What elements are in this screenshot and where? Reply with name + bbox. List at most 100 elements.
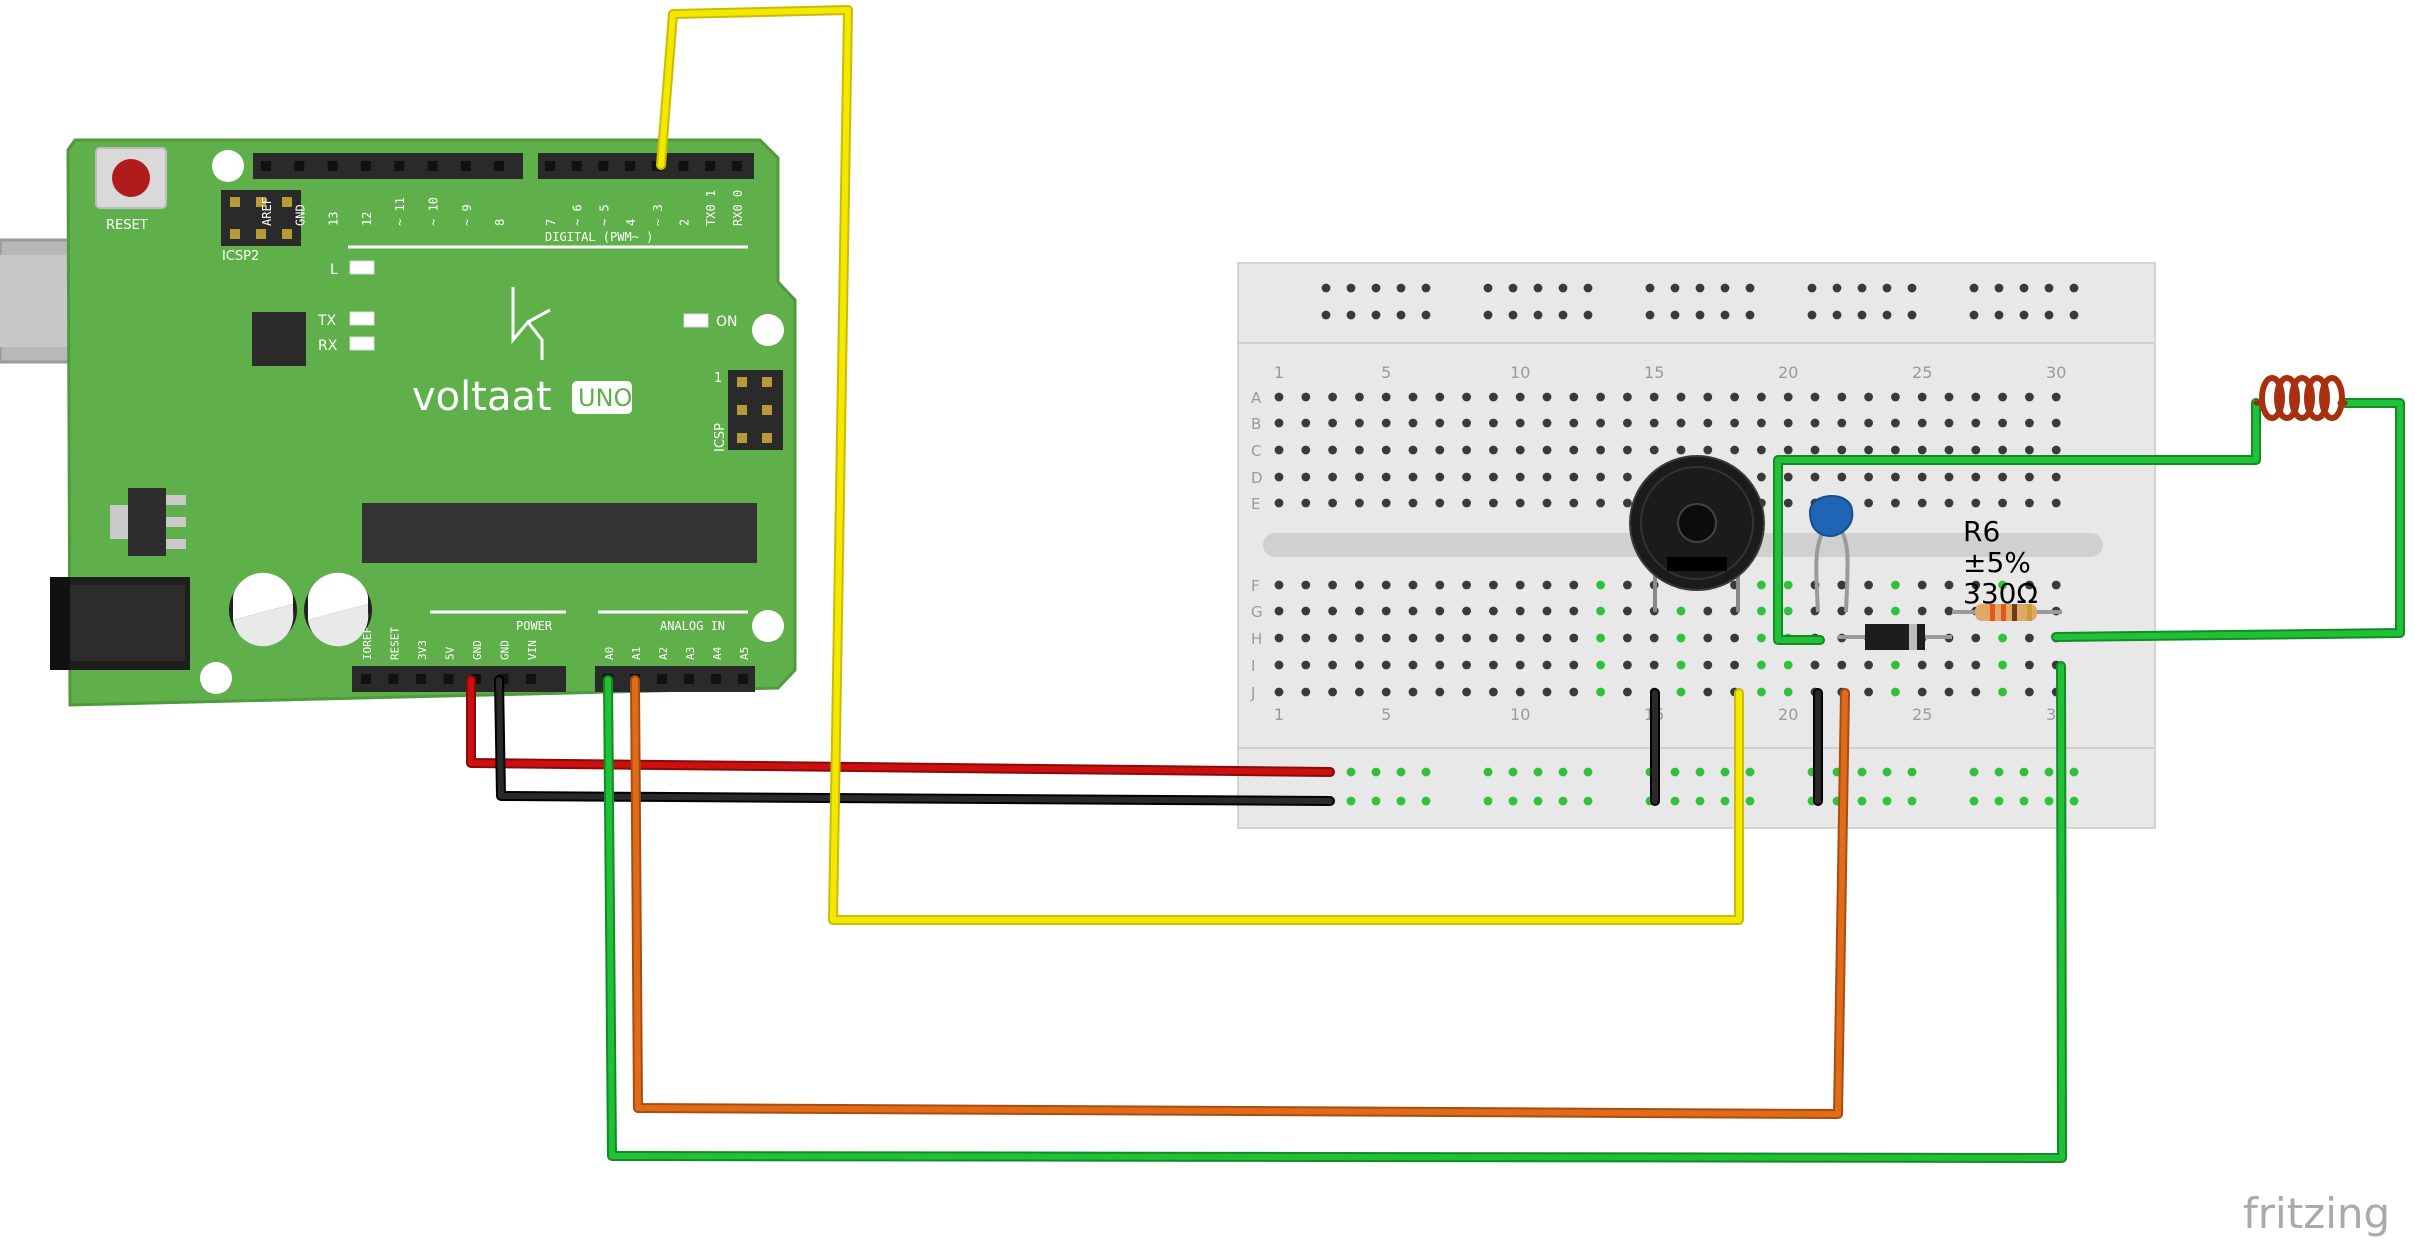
analog-pin-label: A3 xyxy=(684,647,697,660)
breadboard-hole xyxy=(1274,633,1284,643)
breadboard-hole xyxy=(1489,687,1498,697)
breadboard-hole xyxy=(2025,392,2034,402)
breadboard-hole xyxy=(1971,660,1981,670)
breadboard-hole xyxy=(1944,498,1954,508)
breadboard-hole xyxy=(1355,392,1364,402)
model-name: UNO xyxy=(578,384,632,412)
breadboard-hole xyxy=(1623,445,1632,455)
breadboard-hole xyxy=(1703,606,1713,616)
rail-hole xyxy=(1483,767,1493,777)
breadboard-hole xyxy=(2025,633,2034,643)
rail-hole xyxy=(1807,310,1817,320)
breadboard-hole xyxy=(1542,472,1552,482)
breadboard-hole xyxy=(1381,660,1391,670)
power-pin-label: GND xyxy=(499,640,512,660)
breadboard-hole xyxy=(1569,392,1579,402)
rail-hole xyxy=(1882,767,1892,777)
breadboard-hole xyxy=(1489,392,1498,402)
digital-pin-label: ~ 6 xyxy=(571,204,585,226)
rail-hole xyxy=(1969,310,1979,320)
breadboard-hole xyxy=(1355,606,1364,616)
header-pin xyxy=(705,161,716,171)
breadboard-hole xyxy=(1301,498,1311,508)
rail-hole xyxy=(1882,283,1892,293)
breadboard-hole xyxy=(1542,498,1552,508)
breadboard-hole xyxy=(1783,418,1793,428)
breadboard-hole xyxy=(1757,418,1766,428)
analog-pin-label: A4 xyxy=(711,646,724,660)
rail-hole xyxy=(1994,767,2004,777)
led-on-label: ON xyxy=(716,314,738,330)
digital-pin-label: RX0 0 xyxy=(731,190,745,226)
rail-hole xyxy=(1396,283,1406,293)
power-pin-label: 3V3 xyxy=(416,640,429,660)
resistor-label: R6 ±5% 330Ω xyxy=(1963,515,2038,610)
breadboard-hole xyxy=(1703,687,1713,697)
rail-hole xyxy=(1583,310,1593,320)
rail-hole xyxy=(2069,796,2079,806)
breadboard-hole xyxy=(1837,660,1847,670)
icsp2-label: ICSP2 xyxy=(222,249,259,264)
breadboard-hole xyxy=(1596,472,1605,482)
breadboard-hole xyxy=(1783,498,1793,508)
breadboard-hole xyxy=(1649,445,1659,455)
breadboard-hole xyxy=(1917,606,1927,616)
rail-hole xyxy=(2019,767,2029,777)
breadboard-hole xyxy=(1381,606,1391,616)
breadboard-hole xyxy=(1462,472,1471,482)
fritzing-watermark: fritzing xyxy=(2243,1189,2390,1238)
breadboard-hole xyxy=(1676,660,1686,670)
breadboard-hole xyxy=(1730,445,1739,455)
power-pin-label: VIN xyxy=(526,640,539,660)
rail-hole xyxy=(1907,767,1917,777)
breadboard-hole xyxy=(1328,580,1337,590)
breadboard-hole xyxy=(1623,660,1632,670)
icsp-header xyxy=(728,370,783,450)
breadboard-hole xyxy=(1435,687,1445,697)
breadboard-hole xyxy=(1462,660,1471,670)
led-rx xyxy=(349,336,375,351)
column-number: 15 xyxy=(1644,363,1664,382)
breadboard-hole xyxy=(1917,472,1927,482)
rail-hole xyxy=(1720,283,1730,293)
breadboard-hole xyxy=(1515,633,1525,643)
reset-label: RESET xyxy=(106,218,148,233)
breadboard-hole xyxy=(1515,687,1525,697)
breadboard-hole xyxy=(1301,687,1311,697)
breadboard-hole xyxy=(1757,660,1766,670)
breadboard-hole xyxy=(1489,606,1498,616)
header-pin xyxy=(526,674,536,684)
rail-hole xyxy=(1670,767,1680,777)
rail-hole xyxy=(1670,796,1680,806)
breadboard-hole xyxy=(2051,498,2061,508)
breadboard-hole xyxy=(1462,687,1471,697)
breadboard-hole xyxy=(1569,606,1579,616)
rail-hole xyxy=(1857,283,1867,293)
column-number: 10 xyxy=(1510,705,1530,724)
breadboard-hole xyxy=(1783,687,1793,697)
resistor-value: 330Ω xyxy=(1963,577,2038,610)
header-pin xyxy=(394,161,405,171)
usb-chip xyxy=(252,312,306,366)
breadboard-hole xyxy=(1435,606,1445,616)
rail-hole xyxy=(1857,310,1867,320)
breadboard-hole xyxy=(1274,445,1284,455)
digital-pin-label: 7 xyxy=(544,219,558,226)
breadboard-hole xyxy=(1998,580,2007,590)
breadboard-hole xyxy=(1515,472,1525,482)
breadboard-hole xyxy=(1301,633,1311,643)
breadboard-hole xyxy=(1944,392,1954,402)
breadboard-hole xyxy=(1462,606,1471,616)
rail-hole xyxy=(2044,283,2054,293)
rail-hole xyxy=(1483,283,1493,293)
rail-hole xyxy=(2044,310,2054,320)
row-letter: I xyxy=(1251,657,1255,675)
breadboard-hole xyxy=(1864,445,1873,455)
breadboard-hole xyxy=(1569,687,1579,697)
breadboard-hole xyxy=(1810,418,1820,428)
column-number: 30 xyxy=(2046,363,2066,382)
breadboard-hole xyxy=(1596,580,1605,590)
